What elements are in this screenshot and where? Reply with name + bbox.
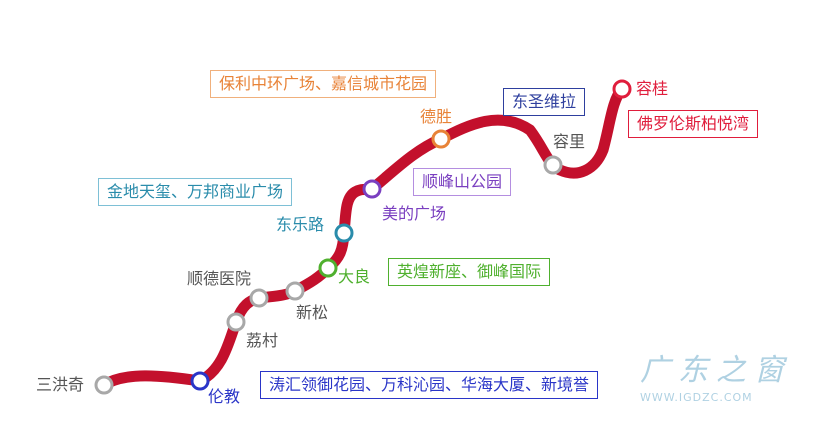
station-marker (249, 288, 269, 308)
watermark-calligraphy: 广东之窗 (640, 353, 792, 388)
callout-lunjiao: 涛汇领御花园、万科沁园、华海大厦、新境誉 (260, 371, 599, 399)
callout-donglelu: 金地天玺、万邦商业广场 (98, 178, 293, 206)
station-label-xinsong: 新松 (296, 303, 329, 322)
station-marker (612, 79, 632, 99)
station-marker (334, 223, 354, 243)
metro-line (98, 83, 628, 391)
watermark-url: WWW.IGDZC.COM (640, 391, 753, 404)
station-marker (362, 179, 382, 199)
station-label-sanhongqi: 三洪奇 (36, 375, 85, 394)
callout-rongli: 东圣维拉 (503, 88, 586, 116)
station-marker (94, 375, 114, 395)
station-marker (318, 258, 338, 278)
station-label-meidi-plaza: 美的广场 (382, 204, 447, 223)
station-label-daliang: 大良 (338, 267, 371, 286)
station-label-shunde-hospital: 顺德医院 (187, 269, 252, 288)
station-label-ronggui: 容桂 (636, 79, 669, 98)
station-label-rongli: 容里 (553, 132, 586, 151)
callout-daliang: 英煌新座、御峰国际 (388, 258, 551, 286)
station-marker (226, 312, 246, 332)
station-label-donglelu: 东乐路 (276, 215, 325, 234)
station-label-licun: 荔村 (246, 331, 279, 350)
station-marker (431, 129, 451, 149)
station-marker (190, 371, 210, 391)
callout-ronggui: 佛罗伦斯柏悦湾 (628, 110, 759, 138)
watermark-logo: 广东之窗 WWW.IGDZC.COM (640, 345, 792, 404)
station-label-desheng: 德胜 (420, 107, 453, 126)
station-marker (543, 155, 563, 175)
callout-meidi: 顺峰山公园 (413, 168, 512, 196)
station-label-lunjiao: 伦教 (208, 387, 241, 406)
callout-desheng: 保利中环广场、嘉信城市花园 (210, 70, 437, 98)
station-marker (285, 281, 305, 301)
